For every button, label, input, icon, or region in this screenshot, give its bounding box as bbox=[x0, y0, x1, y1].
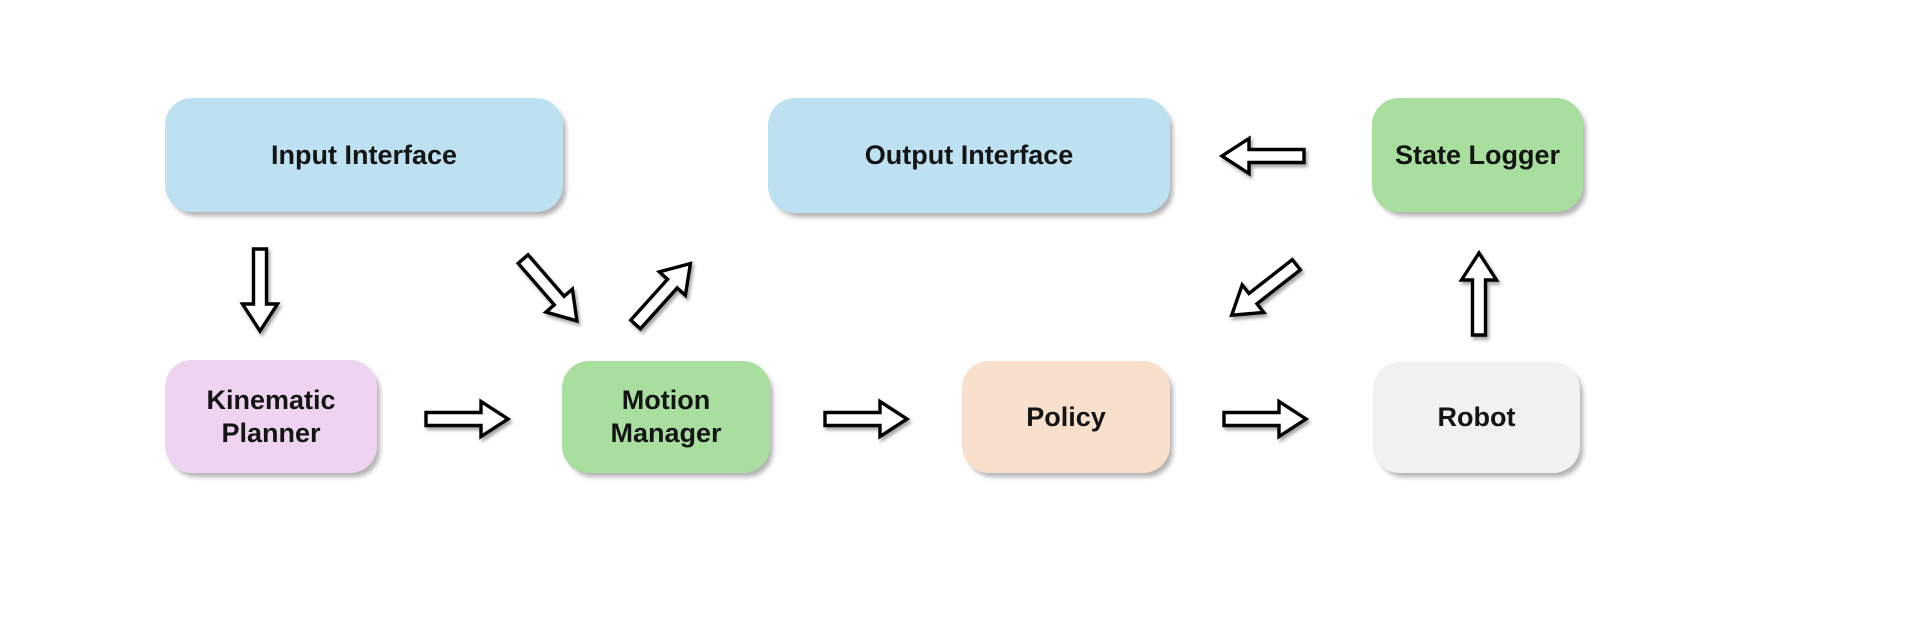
arrow-right-icon bbox=[424, 398, 512, 440]
arrow-down-left-icon bbox=[1221, 257, 1307, 318]
arrow-up-right-icon bbox=[620, 261, 706, 332]
node-label: Robot bbox=[1437, 402, 1516, 433]
arrow-left-icon bbox=[1218, 135, 1306, 177]
node-robot: Robot bbox=[1373, 362, 1580, 473]
node-state-logger: State Logger bbox=[1372, 98, 1583, 212]
node-label: Output Interface bbox=[864, 140, 1074, 171]
node-kinematic-planner: Kinematic Planner bbox=[165, 360, 377, 473]
node-label: Input Interface bbox=[270, 139, 458, 170]
arrow-right-icon bbox=[823, 398, 911, 440]
node-output-interface: Output Interface bbox=[768, 98, 1170, 213]
node-label: Policy bbox=[1026, 401, 1106, 432]
arrow-down-right-icon bbox=[507, 252, 593, 324]
arrow-up-icon bbox=[1436, 249, 1522, 337]
node-policy: Policy bbox=[962, 361, 1170, 473]
arrow-down-icon bbox=[217, 247, 303, 335]
node-motion-manager: Motion Manager bbox=[562, 361, 770, 473]
node-input-interface: Input Interface bbox=[165, 98, 563, 212]
node-label: State Logger bbox=[1394, 139, 1561, 170]
node-label: Kinematic Planner bbox=[206, 384, 336, 448]
arrow-right-icon bbox=[1222, 398, 1310, 440]
node-label: Motion Manager bbox=[610, 385, 722, 448]
